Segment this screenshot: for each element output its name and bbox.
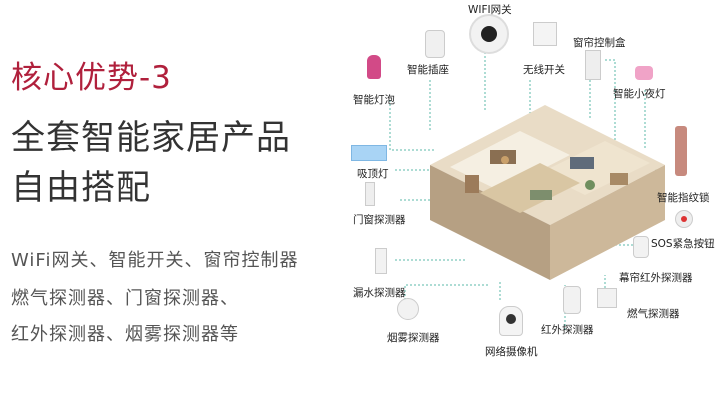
text-panel: 核心优势-3 全套智能家居产品 自由搭配 WiFi网关、智能开关、窗帘控制器 燃… bbox=[0, 0, 345, 400]
night-light-icon bbox=[635, 66, 653, 80]
smoke-detector-icon bbox=[397, 298, 419, 320]
feature-line: 燃气探测器、门窗探测器、 bbox=[11, 288, 239, 309]
label-night-light: 智能小夜灯 bbox=[613, 88, 666, 100]
label-gas-detector: 燃气探测器 bbox=[627, 308, 680, 320]
label-sos-button: SOS紧急按钮 bbox=[651, 238, 715, 250]
label-network-camera: 网络摄像机 bbox=[485, 346, 538, 358]
sos-button-icon bbox=[675, 210, 693, 228]
label-ceiling-light: 吸顶灯 bbox=[357, 168, 389, 180]
ceiling-light-icon bbox=[351, 145, 387, 161]
feature-line: 红外探测器、烟雾探测器等 bbox=[11, 324, 239, 345]
headline-line-1: 全套智能家居产品 bbox=[11, 118, 291, 158]
label-curtain-ir-detector: 幕帘红外探测器 bbox=[619, 272, 693, 284]
gas-detector-icon bbox=[597, 288, 617, 308]
label-door-window-detector: 门窗探测器 bbox=[353, 214, 406, 226]
curtain-box-icon bbox=[585, 50, 601, 80]
label-wifi-gateway: WIFI网关 bbox=[468, 4, 512, 16]
label-wireless-switch: 无线开关 bbox=[523, 64, 565, 76]
feature-line: WiFi网关、智能开关、窗帘控制器 bbox=[11, 250, 299, 271]
smart-home-diagram: WIFI网关 智能插座 无线开关 窗帘控制盒 智能灯泡 智能小夜灯 吸顶灯 智能… bbox=[345, 0, 720, 400]
wireless-switch-icon bbox=[533, 22, 557, 46]
connector-lines bbox=[389, 40, 665, 330]
curtain-ir-detector-icon bbox=[633, 236, 649, 258]
label-curtain-box: 窗帘控制盒 bbox=[573, 37, 626, 49]
house-floorplan-image bbox=[430, 105, 665, 280]
label-water-detector: 漏水探测器 bbox=[353, 287, 406, 299]
smart-bulb-icon bbox=[367, 55, 381, 79]
door-window-detector-icon bbox=[365, 182, 375, 206]
label-smart-socket: 智能插座 bbox=[407, 64, 449, 76]
water-detector-icon bbox=[375, 248, 387, 274]
ir-detector-icon bbox=[563, 286, 581, 314]
label-ir-detector: 红外探测器 bbox=[541, 324, 594, 336]
smart-socket-icon bbox=[425, 30, 445, 58]
label-smoke-detector: 烟雾探测器 bbox=[387, 332, 440, 344]
headline-line-2: 自由搭配 bbox=[11, 168, 151, 208]
wifi-gateway-icon bbox=[469, 14, 509, 54]
label-smart-bulb: 智能灯泡 bbox=[353, 94, 395, 106]
network-camera-icon bbox=[499, 306, 523, 336]
section-title: 核心优势-3 bbox=[11, 60, 172, 96]
label-fingerprint-lock: 智能指纹锁 bbox=[657, 192, 710, 204]
fingerprint-lock-icon bbox=[675, 126, 687, 176]
